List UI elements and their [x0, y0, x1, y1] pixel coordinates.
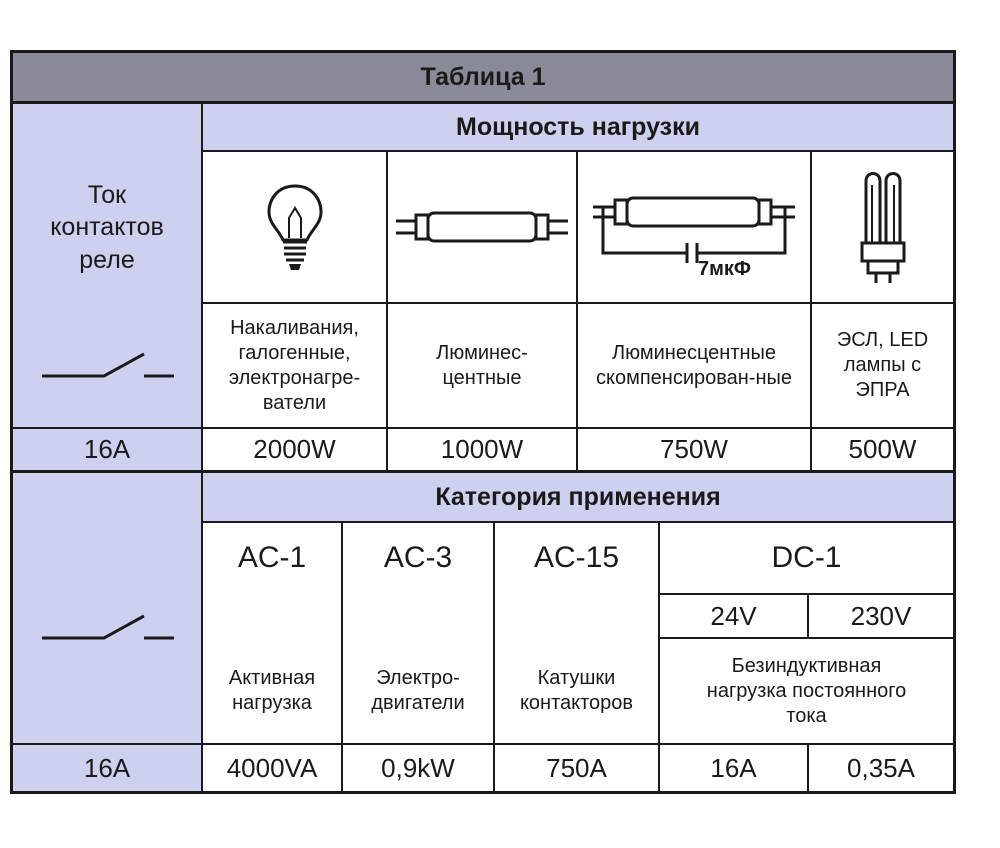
category-value: 0,35A [847, 752, 915, 783]
category-desc: Электро-двигатели [371, 667, 465, 714]
capacitor-label: 7мкФ [698, 258, 751, 280]
load-power-header: Мощность нагрузки [203, 104, 953, 150]
dc-voltage: 230V [850, 600, 912, 631]
power-value: 1000W [440, 434, 524, 464]
category-desc: Активная нагрузка [228, 667, 316, 714]
power-value: 750W [660, 434, 728, 464]
cfl-lamp-icon [812, 152, 953, 302]
category-value: 4000VA [226, 752, 318, 783]
power-value: 2000W [253, 434, 336, 464]
compensated-fluorescent-icon: 7мкФ [578, 152, 810, 302]
category-value: 750A [546, 752, 607, 783]
dc-voltage: 24V [710, 600, 757, 631]
dc-category-code: DC-1 [771, 541, 842, 574]
lamp-type-cfl-led: ЭСЛ, LED лампы с ЭПРА [836, 329, 929, 401]
category-desc: Катушки контакторов [519, 667, 634, 714]
relay-current-label: Ток контактов реле [50, 180, 164, 274]
category-row-current: 16A [13, 745, 201, 791]
power-row-current: 16A [13, 429, 201, 470]
lamp-type-incandescent: Накаливания, галогенные, электронагре-ва… [228, 316, 361, 414]
category-value: 16A [710, 752, 757, 783]
dc-desc: Безиндуктивная нагрузка постоянного тока [706, 654, 907, 727]
table-title: Таблица 1 [13, 53, 953, 101]
category-code: AC-15 [533, 541, 620, 574]
lamp-type-compensated: Люминесцентные скомпенсирован-ные [595, 341, 793, 389]
relay-load-table: Таблица 1 Ток контактов реле Мощность на… [10, 50, 956, 794]
category-code: AC-3 [383, 541, 453, 574]
relay-switch-symbol [13, 304, 201, 427]
lamp-type-fluorescent: Люминес-центные [436, 341, 528, 389]
category-code: AC-1 [237, 541, 307, 574]
category-header: Категория применения [203, 473, 953, 521]
power-value: 500W [848, 434, 917, 464]
category-switch-symbol [13, 473, 201, 743]
fluorescent-tube-icon [388, 152, 576, 302]
category-value: 0,9kW [381, 752, 455, 783]
incandescent-bulb-icon [203, 152, 386, 302]
